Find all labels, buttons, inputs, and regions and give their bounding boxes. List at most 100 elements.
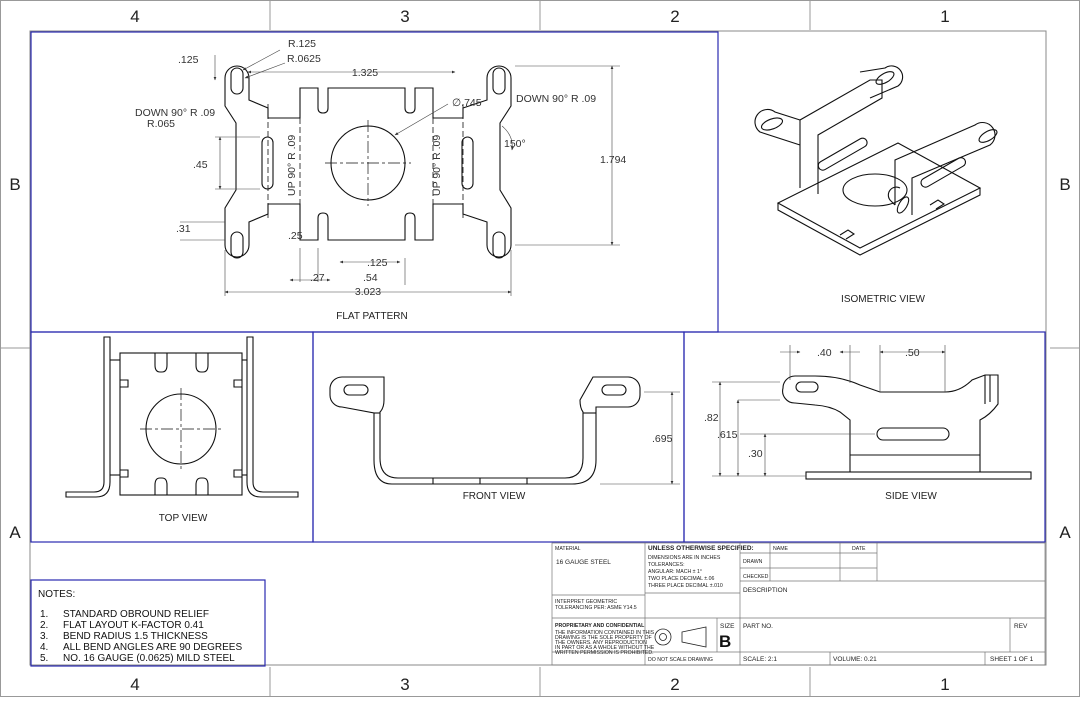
zone-col-2-bottom: 2 [670, 675, 679, 694]
side-view-labels: .40 .50 .82 .615 .30 SIDE VIEW [704, 347, 937, 502]
tb-proprietary: PROPRIETARY AND CONFIDENTIAL [555, 623, 645, 629]
note-up-left: UP 90° R .09 [286, 135, 298, 196]
front-view [329, 376, 641, 485]
dim-27: .27 [310, 272, 325, 284]
note-1-num: 1. [40, 609, 48, 620]
note-3-text: BEND RADIUS 1.5 THICKNESS [63, 631, 208, 642]
tb-prop-3: THE OWNERS. ANY REPRODUCTION [555, 640, 647, 646]
label-flat-pattern: FLAT PATTERN [336, 311, 408, 322]
tb-material: 16 GAUGE STEEL [556, 559, 611, 566]
zone-col-3-bottom: 3 [400, 675, 409, 694]
note-4-text: ALL BEND ANGLES ARE 90 DEGREES [63, 642, 242, 653]
zone-row-a: A [9, 523, 21, 542]
flat-pattern-labels: R.125 R.0625 .125 1.325 ∅.745 DOWN 90° R… [135, 38, 626, 322]
side-view [782, 374, 1032, 480]
tb-name: NAME [773, 546, 789, 552]
dim-695: .695 [652, 433, 673, 445]
dim-25: .25 [288, 230, 303, 242]
projection-symbol-icon [654, 626, 707, 648]
flat-outline [224, 65, 512, 258]
note-5-text: NO. 16 GAUGE (0.0625) MILD STEEL [63, 653, 235, 664]
label-top-view: TOP VIEW [159, 513, 208, 524]
tb-material-label: MATERIAL [555, 546, 581, 552]
tb-prop-5: WRITTEN PERMISSION IS PROHIBITED. [555, 650, 654, 656]
notes-box: NOTES: 1. STANDARD OBROUND RELIEF 2. FLA… [30, 579, 266, 667]
dim-1325: 1.325 [352, 67, 378, 79]
note-down-left: DOWN 90° R .09 [135, 107, 215, 119]
tb-tolerances: TOLERANCES: [648, 562, 685, 568]
dim-82: .82 [704, 412, 719, 424]
tb-date: DATE [852, 546, 866, 552]
zone-col-1-bottom: 1 [940, 675, 949, 694]
tb-no-scale: DO NOT SCALE DRAWING [648, 657, 713, 663]
tb-dims-in: DIMENSIONS ARE IN INCHES [648, 555, 721, 561]
tb-checked: CHECKED [743, 574, 769, 580]
tb-scale: SCALE: 2:1 [743, 656, 777, 663]
note-2-text: FLAT LAYOUT K-FACTOR 0.41 [63, 620, 204, 631]
zone-row-a-right: A [1059, 523, 1071, 542]
dim-3023: 3.023 [355, 286, 381, 298]
label-side-view: SIDE VIEW [885, 491, 937, 502]
tb-interpret-1: INTERPRET GEOMETRIC [555, 599, 617, 605]
tb-prop-4: IN PART OR AS A WHOLE WITHOUT THE [555, 645, 655, 651]
tb-drawn: DRAWN [743, 559, 763, 565]
dim-r125: R.125 [288, 38, 316, 50]
dim-30: .30 [748, 448, 763, 460]
tb-three-place: THREE PLACE DECIMAL ±.010 [648, 583, 723, 589]
zone-row-b: B [9, 175, 20, 194]
tb-prop-1: THE INFORMATION CONTAINED IN THIS [555, 630, 655, 636]
dim-40: .40 [817, 347, 832, 359]
dim-125b: .125 [367, 257, 388, 269]
note-down-right: DOWN 90° R .09 [516, 93, 596, 105]
note-1-text: STANDARD OBROUND RELIEF [63, 609, 209, 620]
side-view-dimensions [712, 345, 946, 477]
note-3-num: 3. [40, 631, 48, 642]
dim-d125: .125 [178, 54, 199, 66]
tb-size: B [719, 632, 731, 651]
zone-col-4: 4 [130, 7, 139, 26]
top-view [65, 336, 299, 498]
tb-volume: VOLUME: 0.21 [833, 656, 877, 663]
zone-col-3: 3 [400, 7, 409, 26]
zone-col-2: 2 [670, 7, 679, 26]
notes-title: NOTES: [38, 589, 75, 600]
tb-angular: ANGULAR: MACH ± 1° [648, 569, 702, 575]
dim-45: .45 [193, 159, 208, 171]
note-5-num: 5. [40, 653, 48, 664]
isometric-view [754, 65, 998, 256]
view-frames [30, 31, 1046, 543]
tb-part-no: PART NO. [743, 623, 773, 630]
dim-1794: 1.794 [600, 154, 626, 166]
note-up-right: UP 90° R .09 [431, 135, 443, 196]
tb-prop-2: DRAWING IS THE SOLE PROPERTY OF [555, 635, 652, 641]
front-view-dimensions [600, 391, 680, 485]
note-4-num: 4. [40, 642, 48, 653]
tb-two-place: TWO PLACE DECIMAL ±.06 [648, 576, 714, 582]
tb-size-label: SIZE [720, 623, 735, 630]
label-isometric-view: ISOMETRIC VIEW [841, 294, 925, 305]
dim-54: .54 [363, 272, 378, 284]
flat-pattern-dimensions [180, 49, 620, 296]
dim-r065: R.065 [147, 118, 175, 130]
tb-unless: UNLESS OTHERWISE SPECIFIED: [648, 545, 754, 552]
tb-rev: REV [1014, 623, 1028, 630]
label-front-view: FRONT VIEW [463, 491, 526, 502]
dim-dia745: ∅.745 [452, 97, 482, 109]
zone-row-b-right: B [1059, 175, 1070, 194]
dim-31: .31 [176, 223, 191, 235]
tb-sheet: SHEET 1 OF 1 [990, 656, 1034, 663]
dim-615: .615 [717, 429, 738, 441]
dim-r0625: R.0625 [287, 53, 321, 65]
tb-interpret-2: TOLERANCING PER: ASME Y14.5 [555, 605, 637, 611]
note-2-num: 2. [40, 620, 48, 631]
tb-description: DESCRIPTION [743, 587, 788, 594]
zone-labels: 4 3 2 1 4 3 2 1 B B A A [9, 7, 1071, 694]
flat-pattern-view [224, 65, 512, 259]
dim-150deg: 150° [504, 138, 526, 150]
zone-col-4-bottom: 4 [130, 675, 139, 694]
title-block: MATERIAL 16 GAUGE STEEL UNLESS OTHERWISE… [551, 542, 1046, 666]
dim-50: .50 [905, 347, 920, 359]
zone-col-1: 1 [940, 7, 949, 26]
